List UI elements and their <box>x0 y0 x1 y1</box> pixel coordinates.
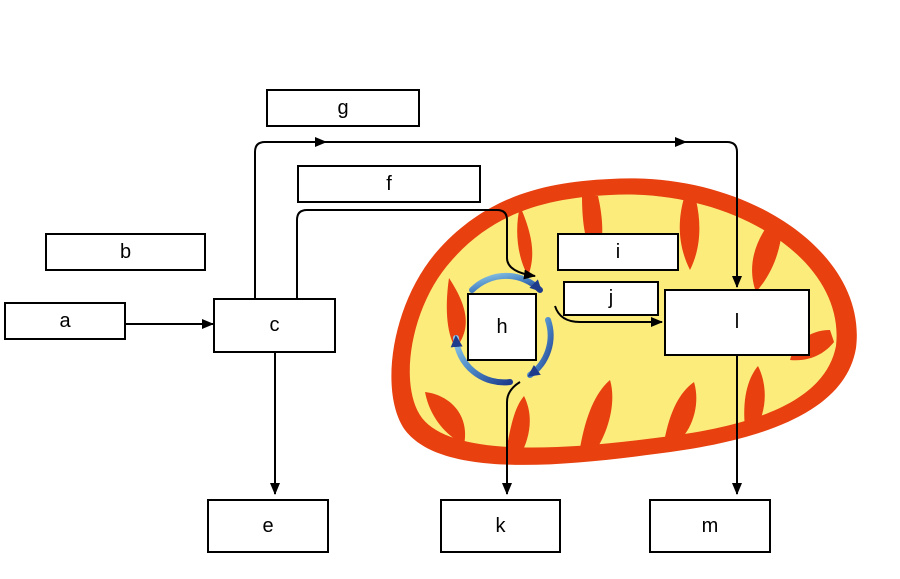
cycle-arc <box>469 272 543 293</box>
crista <box>425 392 466 445</box>
cycle-arc <box>527 317 554 378</box>
crista <box>679 198 700 270</box>
arrow-c-to-l-top <box>254 141 742 298</box>
arrow-cycle-to-k <box>502 381 521 495</box>
arrow-h-to-l <box>554 305 663 327</box>
crista <box>446 278 466 348</box>
label-h-text: h <box>496 315 508 338</box>
label-l-text: l <box>734 311 740 333</box>
label-m-text: m <box>701 514 719 537</box>
label-g-text: g <box>337 96 349 119</box>
label-a-text: a <box>59 309 71 332</box>
label-box-f: f <box>297 165 481 203</box>
label-box-m: m <box>649 499 771 553</box>
crista <box>664 382 697 442</box>
cristae <box>425 196 834 458</box>
label-i-text: i <box>615 240 621 263</box>
label-b-text: b <box>119 240 132 263</box>
crista <box>752 222 782 292</box>
crista <box>517 206 533 276</box>
arrows <box>126 137 742 495</box>
label-box-g: g <box>266 89 420 127</box>
label-box-e: e <box>207 499 329 553</box>
label-f-text: f <box>386 172 392 195</box>
label-k-text: k <box>495 514 506 537</box>
crista <box>505 396 530 458</box>
label-box-a: a <box>4 302 126 340</box>
crista <box>580 380 613 450</box>
label-c-text: c <box>269 314 280 336</box>
label-box-b: b <box>45 233 206 271</box>
label-box-h: h <box>467 293 537 361</box>
label-box-j: j <box>563 281 659 316</box>
label-box-i: i <box>557 233 679 271</box>
label-box-l: l <box>664 289 810 356</box>
label-e-text: e <box>262 514 274 537</box>
arrow-c-to-cycle <box>296 209 536 298</box>
cycle-arrows <box>450 272 554 386</box>
label-box-k: k <box>440 499 561 553</box>
crista <box>744 366 765 428</box>
label-box-c: c <box>213 298 336 353</box>
label-j-text: j <box>608 287 614 309</box>
cycle-arc <box>450 335 513 386</box>
